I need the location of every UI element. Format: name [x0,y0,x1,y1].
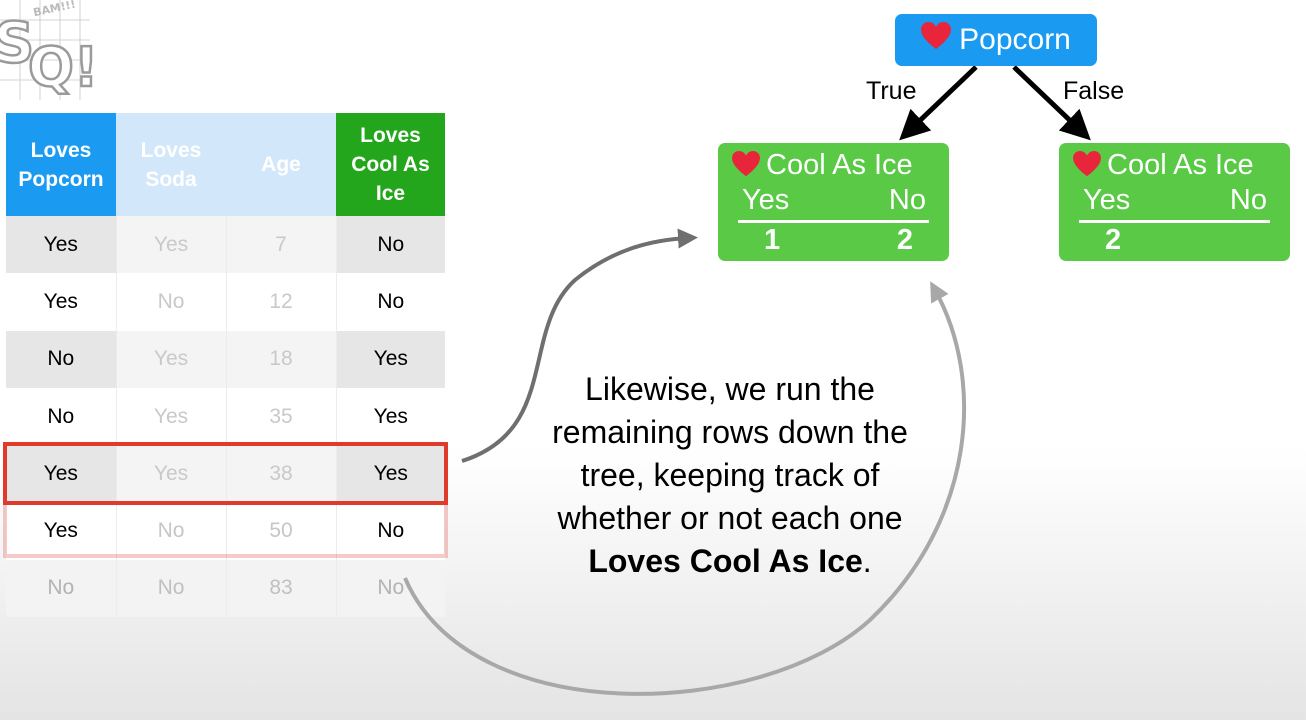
caption-bold-text: Loves Cool As Ice [588,543,863,579]
table-cell: 7 [225,216,336,274]
header-loves-popcorn: Loves Popcorn [6,113,116,216]
leaf-yes-count: 1 [764,224,781,256]
leaf-divider [1079,220,1270,223]
table-cell: Yes [335,445,445,503]
root-node-label: Popcorn [959,23,1071,56]
table-cell: 83 [225,559,336,618]
false-branch-arrow [1012,65,1091,141]
table-cell: Yes [115,216,226,274]
row-to-leaf-arrow [461,228,698,463]
table-cell: No [115,502,226,560]
tree-root-node: Popcorn [895,14,1097,66]
true-branch-arrow [899,65,978,141]
leaf-divider [738,220,929,223]
table-cell: Yes [335,387,445,446]
leaf-no-label: No [1229,184,1267,216]
table-cell: No [335,502,445,560]
table-cell: No [335,216,445,274]
leaf-title-text: Cool As Ice [1107,149,1254,181]
leaf-no-label: No [888,184,926,216]
header-age: Age [226,113,336,216]
table-cell: No [115,559,226,618]
leaf-title: Cool As Ice [1073,149,1254,185]
svg-text:Q!: Q! [28,36,96,99]
table-header-row: Loves Popcorn Loves Soda Age Loves Cool … [6,113,445,216]
leaf-yes-label: Yes [1083,184,1131,216]
caption-end: . [862,543,872,579]
svg-text:S: S [0,11,34,76]
table-row: No No 83 No [6,559,445,618]
table-row: Yes No 12 No [6,273,445,331]
table-row: Yes No 50 No [6,502,445,560]
table-cell: 18 [225,330,336,388]
table-cell: No [335,273,445,331]
table-cell: No [6,387,116,446]
data-table: Loves Popcorn Loves Soda Age Loves Cool … [6,113,445,618]
true-branch-label: True [866,77,917,105]
caption-text: Likewise, we run the remaining rows down… [552,371,908,536]
table-cell: Yes [6,502,116,560]
leaf-no-count: 2 [896,224,913,256]
table-cell: 38 [225,445,336,503]
table-cell: Yes [6,445,116,503]
statquest-logo: BAM!!! S Q! [0,0,96,100]
table-cell: Yes [6,273,116,331]
table-row: Yes Yes 7 No [6,216,445,274]
table-cell: Yes [115,387,226,446]
table-cell: 12 [225,273,336,331]
table-cell: No [335,559,445,618]
table-cell: Yes [115,330,226,388]
leaf-yes-count: 2 [1105,224,1122,256]
left-leaf-node: Cool As Ice Yes No 1 2 [718,143,949,261]
leaf-title: Cool As Ice [732,149,913,185]
loop-back-arrow [403,281,966,696]
table-cell: 50 [225,502,336,560]
table-cell: Yes [6,216,116,274]
table-row: No Yes 35 Yes [6,387,445,446]
header-loves-soda: Loves Soda [116,113,226,216]
heart-icon [1073,151,1101,185]
header-loves-cool-as-ice: Loves Cool As Ice [336,113,445,216]
leaf-yes-label: Yes [742,184,790,216]
caption: Likewise, we run the remaining rows down… [540,368,920,583]
table-cell: No [6,330,116,388]
right-leaf-node: Cool As Ice Yes No 2 [1059,143,1290,261]
false-branch-label: False [1063,77,1125,105]
leaf-title-text: Cool As Ice [766,149,913,181]
heart-icon [921,22,952,58]
heart-icon [732,151,760,185]
table-cell: Yes [335,330,445,388]
table-cell: Yes [115,445,226,503]
table-row-highlighted: Yes Yes 38 Yes [6,445,445,503]
table-cell: No [6,559,116,618]
table-cell: No [115,273,226,331]
table-cell: 35 [225,387,336,446]
table-row: No Yes 18 Yes [6,330,445,388]
